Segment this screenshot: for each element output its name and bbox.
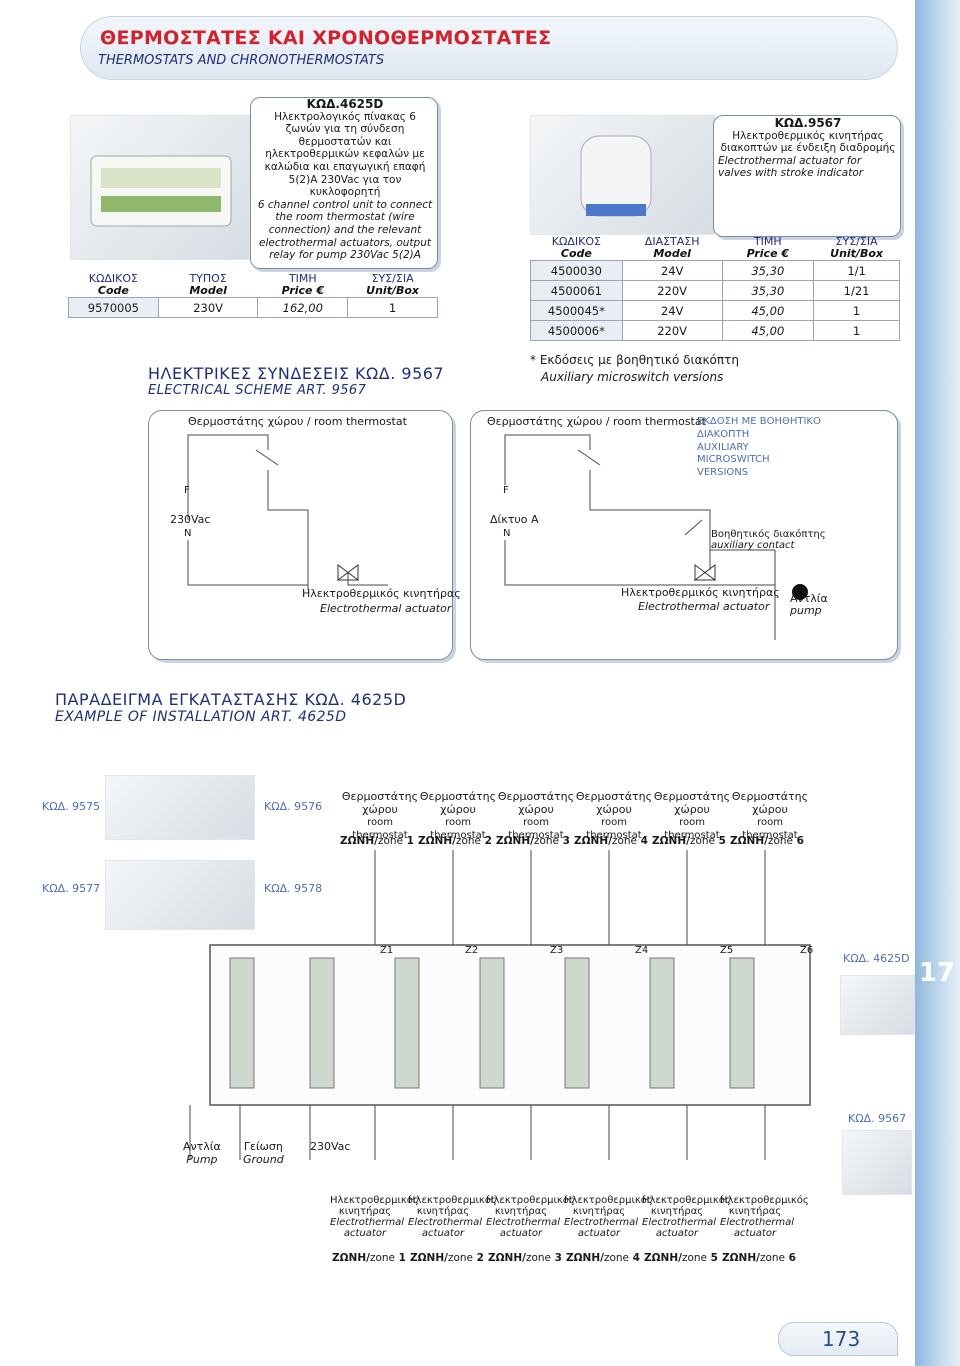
actuator-small-photo bbox=[842, 1130, 912, 1195]
section-number: 17 bbox=[918, 958, 956, 988]
version-note: ΕΚΔΟΣΗ ΜΕ ΒΟΗΘΗΤΙΚΟ ΔΙΑΚΟΠΤΗ AUXILIARY M… bbox=[697, 416, 821, 479]
product-9567-desc-en: Electrothermal actuator for valves with … bbox=[718, 154, 864, 180]
terminal-f-left: F bbox=[184, 485, 190, 496]
aux-contact-gr: Βοηθητικός διακόπτης bbox=[711, 529, 826, 540]
code-9575: ΚΩΔ. 9575 bbox=[42, 800, 101, 813]
left-supply-label: 230Vac bbox=[170, 513, 211, 526]
product-9567-description-box bbox=[713, 115, 901, 237]
right-network-label: Δίκτυο A bbox=[490, 513, 539, 526]
auxiliary-note-en: Auxiliary microswitch versions bbox=[541, 370, 724, 384]
scheme-title: ΗΛΕΚΤΡΙΚΕΣ ΣΥΝΔΕΣΕΙΣ ΚΩΔ. 9567 bbox=[148, 364, 445, 383]
product-4625d-desc-gr: Ηλεκτρολογικός πίνακας 6 ζωνών για τη σύ… bbox=[264, 110, 426, 199]
header-banner bbox=[80, 16, 898, 80]
right-actuator-gr: Ηλεκτροθερμικός κινητήρας bbox=[621, 586, 780, 599]
product-9567-description: ΚΩΔ.9567 Ηλεκτροθερμικός κινητήρας διακο… bbox=[718, 117, 898, 180]
board-zone-labels: Z1 Z2 Z3 Z4 Z5 Z6 bbox=[380, 945, 814, 956]
code-9578: ΚΩΔ. 9578 bbox=[264, 882, 323, 895]
scheme-left-wiring bbox=[187, 434, 388, 590]
installation-subtitle: EXAMPLE OF INSTALLATION ART. 4625D bbox=[55, 709, 347, 725]
scheme-right-wiring bbox=[504, 434, 808, 640]
page-subtitle: THERMOSTATS AND CHRONOTHERMOSTATS bbox=[98, 53, 385, 68]
code-9576: ΚΩΔ. 9576 bbox=[264, 800, 323, 813]
installation-wiring bbox=[189, 850, 811, 1160]
scheme-left-panel bbox=[148, 410, 453, 660]
pump-en: pump bbox=[790, 604, 822, 617]
zone-labels-top: ΖΩΝΗ/zone 1 ΖΩΝΗ/zone 2 ΖΩΝΗ/zone 3 ΖΩΝΗ… bbox=[340, 835, 804, 847]
actuator-photo bbox=[530, 115, 715, 235]
terminal-n-right: N bbox=[503, 528, 511, 539]
left-actuator-en: Electrothermal actuator bbox=[320, 602, 452, 615]
control-unit-small-photo bbox=[840, 975, 915, 1035]
left-thermostat-label: Θερμοστάτης χώρου / room thermostat bbox=[188, 415, 407, 428]
code-9567-small: ΚΩΔ. 9567 bbox=[848, 1112, 907, 1125]
terminal-f-right: F bbox=[503, 485, 509, 496]
zone-labels-bottom: ΖΩΝΗ/zone 1 ΖΩΝΗ/zone 2 ΖΩΝΗ/zone 3 ΖΩΝΗ… bbox=[332, 1252, 796, 1264]
thermostat-9577-photo bbox=[105, 860, 255, 930]
installation-title: ΠΑΡΑΔΕΙΓΜΑ ΕΓΚΑΤΑΣΤΑΣΗΣ ΚΩΔ. 4625D bbox=[55, 690, 407, 709]
aux-contact-en: auxiliary contact bbox=[711, 540, 795, 551]
code-4625d: ΚΩΔ. 4625D bbox=[843, 952, 910, 965]
supply-230-label: 230Vac bbox=[310, 1140, 351, 1153]
product-9567-desc-gr: Ηλεκτροθερμικός κινητήρας διακοπτών με έ… bbox=[720, 129, 896, 155]
code-9577: ΚΩΔ. 9577 bbox=[42, 882, 101, 895]
side-stripe bbox=[915, 0, 960, 1366]
scheme-subtitle: ELECTRICAL SCHEME ART. 9567 bbox=[148, 383, 367, 398]
scheme-right-panel bbox=[470, 410, 898, 660]
page-title: ΘΕΡΜΟΣΤΑΤΕΣ ΚΑΙ ΧΡΟΝΟΘΕΡΜΟΣΤΑΤΕΣ bbox=[100, 27, 552, 49]
control-unit-photo bbox=[70, 115, 250, 260]
terminal-n-left: N bbox=[184, 528, 192, 539]
product-4625d-description-box bbox=[250, 97, 438, 269]
thermostat-9575-photo bbox=[105, 775, 255, 840]
product-4625d-code: ΚΩΔ.4625D bbox=[306, 97, 384, 111]
right-thermostat-label: Θερμοστάτης χώρου / room thermostat bbox=[487, 415, 706, 428]
page-number-box bbox=[778, 1322, 898, 1356]
left-actuator-gr: Ηλεκτροθερμικός κινητήρας bbox=[302, 587, 461, 600]
table-row: 9570005 230V 162,00 1 bbox=[68, 297, 438, 318]
pump-gr: Αντλία bbox=[790, 592, 828, 605]
product-4625d-desc-en: 6 channel control unit to connect the ro… bbox=[257, 198, 433, 262]
right-actuator-en: Electrothermal actuator bbox=[638, 600, 770, 613]
product-4625d-description: ΚΩΔ.4625D Ηλεκτρολογικός πίνακας 6 ζωνών… bbox=[256, 98, 434, 262]
auxiliary-note-gr: * Εκδόσεις με βοηθητικό διακόπτη bbox=[530, 353, 739, 367]
product-9567-code: ΚΩΔ.9567 bbox=[774, 116, 842, 130]
page-number: 173 bbox=[822, 1327, 861, 1351]
